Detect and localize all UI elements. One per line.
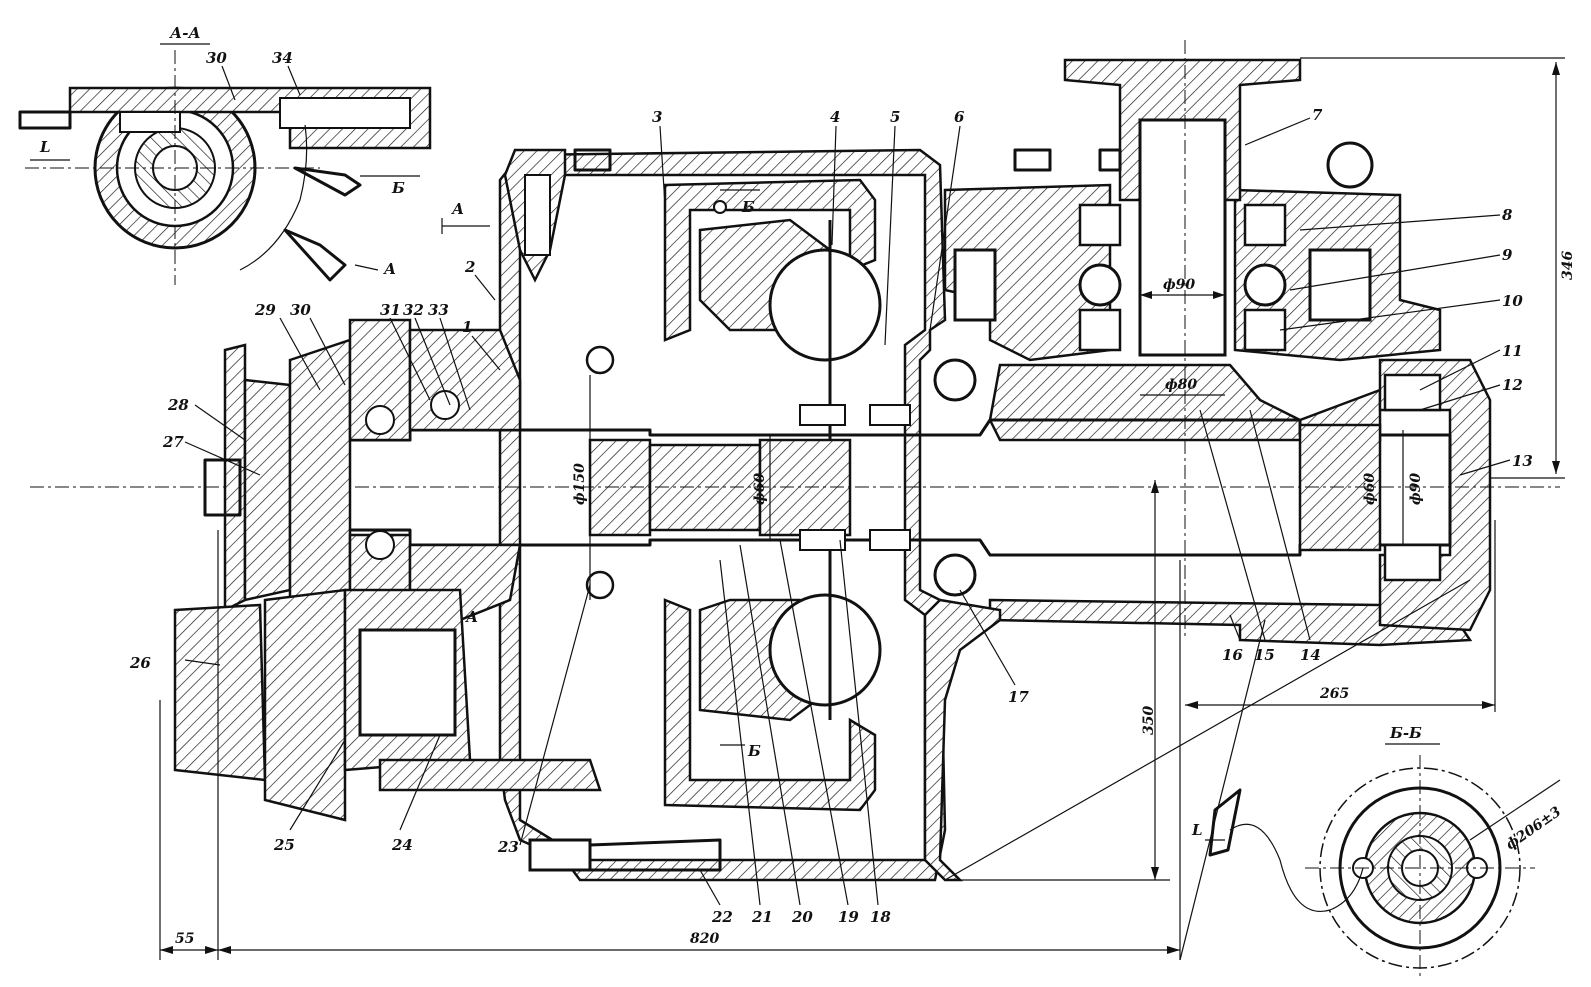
inset-section-aa: А-А 30 34 L Б А: [18, 24, 432, 285]
label-15: 15: [1254, 646, 1275, 664]
dim-d60-right: ф60: [1362, 473, 1378, 505]
left-assembly: [173, 318, 722, 872]
label-11: 11: [1502, 342, 1523, 360]
label-23: 23: [497, 838, 519, 856]
label-18: 18: [870, 908, 891, 926]
label-20: 20: [791, 908, 813, 926]
label-17: 17: [1008, 688, 1029, 706]
dim-346: 346: [1560, 251, 1576, 280]
label-27: 27: [162, 433, 184, 451]
label-8: 8: [1502, 206, 1513, 224]
dim-265: 265: [1319, 686, 1349, 702]
label-26: 26: [129, 654, 151, 672]
dim-d90-top: ф90: [1163, 277, 1195, 293]
label-2: 2: [464, 258, 475, 276]
marker-a-left: А: [451, 200, 464, 218]
label-32: 32: [403, 301, 424, 319]
section-bb-title: Б-Б: [1389, 724, 1422, 742]
label-7: 7: [1312, 106, 1323, 124]
label-19: 19: [838, 908, 859, 926]
section-aa-title: А-А: [169, 24, 201, 42]
label-5: 5: [890, 108, 900, 126]
inset-marker-b: Б: [391, 179, 405, 197]
label-16: 16: [1222, 646, 1243, 664]
bearings: [585, 141, 1442, 600]
label-6: 6: [954, 108, 965, 126]
dim-d80: ф80: [1165, 377, 1197, 393]
dimension-lines: 346 350 265 55 820 ф90 ф80: [159, 40, 1576, 961]
dim-d60-mid: ф60: [752, 473, 768, 505]
inset-label-30: 30: [206, 49, 227, 67]
marker-b-top: Б: [741, 198, 755, 216]
inset-section-bb: Б-Б L ф206±3: [1191, 724, 1564, 980]
dim-820: 820: [690, 931, 719, 947]
label-29: 29: [254, 301, 276, 319]
label-33: 33: [428, 301, 449, 319]
label-28: 28: [167, 396, 189, 414]
label-24: 24: [391, 836, 413, 854]
label-12: 12: [1502, 376, 1523, 394]
dim-350: 350: [1141, 706, 1157, 735]
marker-a-lower: А: [465, 608, 478, 626]
label-10: 10: [1502, 292, 1523, 310]
label-13: 13: [1512, 452, 1533, 470]
dim-55: 55: [175, 931, 194, 947]
inset-marker-l: L: [39, 138, 51, 156]
label-30: 30: [290, 301, 311, 319]
part-labels: 1 2 3 4 5 6 7 8 9 10 11 12 13 14 15 16 1…: [129, 106, 1533, 926]
label-31: 31: [380, 301, 401, 319]
marker-b-bottom: Б: [747, 742, 761, 760]
label-9: 9: [1502, 246, 1513, 264]
label-1: 1: [462, 318, 472, 336]
dim-d90-right: ф90: [1408, 473, 1424, 505]
bb-marker-l: L: [1191, 821, 1203, 839]
dim-d150: ф150: [572, 463, 588, 505]
inset-marker-a: А: [383, 260, 396, 278]
main-shaft: [30, 418, 1560, 557]
label-25: 25: [273, 836, 295, 854]
filler-plug: [503, 148, 1122, 283]
label-22: 22: [711, 908, 733, 926]
label-14: 14: [1300, 646, 1321, 664]
label-4: 4: [830, 108, 840, 126]
inset-label-34: 34: [272, 49, 293, 67]
section-markers: А А Б Б: [441, 189, 761, 760]
leader-lines: [184, 117, 1511, 906]
label-3: 3: [652, 108, 662, 126]
label-21: 21: [751, 908, 773, 926]
